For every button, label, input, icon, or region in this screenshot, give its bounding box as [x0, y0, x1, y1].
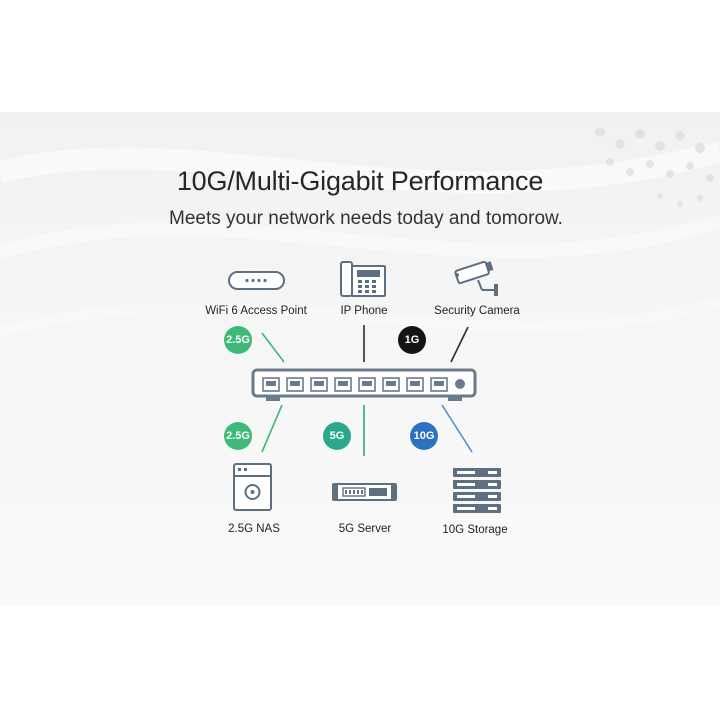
background-decoration — [0, 127, 720, 337]
device-label-server: 5G Server — [338, 523, 392, 535]
device-label-nas: 2.5G NAS — [228, 523, 280, 535]
speed-badge-access-point: 2.5G — [224, 326, 252, 354]
page-title: 10G/Multi-Gigabit Performance — [176, 166, 544, 196]
link-storage — [441, 404, 473, 453]
storage-icon — [453, 468, 501, 513]
network-switch — [251, 368, 477, 401]
security-camera-icon — [454, 260, 498, 296]
server-icon — [332, 483, 397, 501]
speed-badge-storage: 10G — [410, 422, 438, 450]
device-label-storage: 10G Storage — [442, 524, 508, 536]
access-point-icon — [228, 271, 285, 290]
device-label-security-camera: Security Camera — [434, 305, 520, 317]
ip-phone-icon — [340, 261, 386, 297]
device-label-ip-phone: IP Phone — [340, 305, 388, 317]
speed-badge-1g: 1G — [398, 326, 426, 354]
page-subtitle: Meets your network needs today and tomor… — [169, 208, 563, 229]
link-nas — [261, 404, 283, 453]
speed-badge-nas: 2.5G — [224, 422, 252, 450]
link-access-point — [261, 332, 285, 363]
device-label-access-point: WiFi 6 Access Point — [205, 305, 307, 317]
nas-icon — [233, 463, 272, 511]
link-security-camera — [450, 326, 469, 363]
speed-badge-server: 5G — [323, 422, 351, 450]
background-panel — [0, 112, 720, 606]
